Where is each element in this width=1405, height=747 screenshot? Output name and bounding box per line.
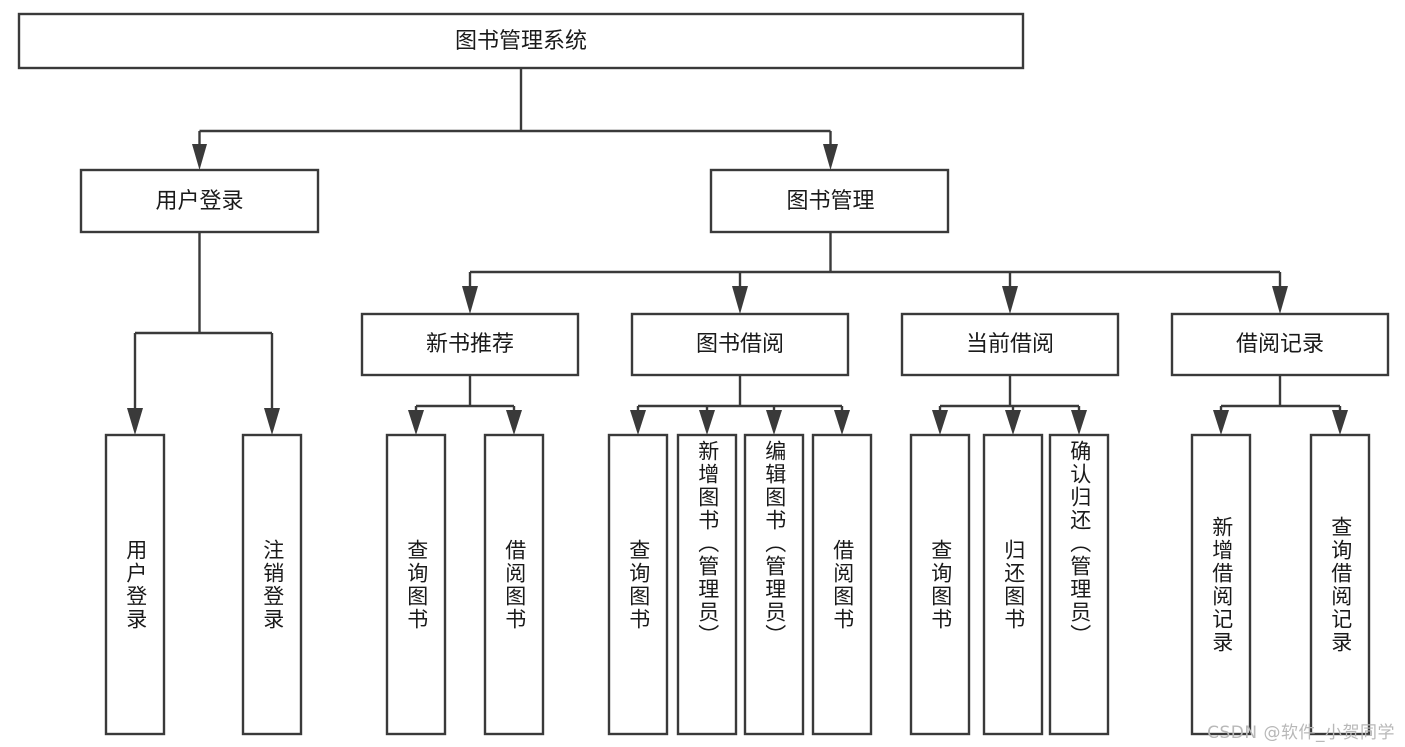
arrow-head-book-borrow (732, 286, 748, 314)
edges-book-borrow-to-leaves (630, 375, 850, 435)
leaf-box-logout[interactable] (241, 433, 303, 736)
node-borrow-record-box[interactable] (1170, 312, 1390, 377)
arrow-head-user-login (192, 144, 207, 170)
node-book-management[interactable]: 图书管理 (709, 168, 950, 234)
arrow-head-leaf-user-login (127, 408, 143, 435)
arrow-head-leaf-query-book-borrow (630, 410, 646, 435)
arrow-head-leaf-query-borrow-record (1332, 410, 1348, 435)
arrow-head-leaf-query-book-current (932, 410, 948, 435)
arrow-head-leaf-borrow-book-recommend (506, 410, 522, 435)
node-root-box[interactable] (17, 12, 1025, 70)
edges-new-book-recommend-to-leaves (408, 375, 522, 435)
node-new-book-recommend-label: 新书推荐 (426, 332, 514, 357)
node-book-borrow-box[interactable] (630, 312, 850, 377)
arrow-head-leaf-return-book (1005, 410, 1021, 435)
leaf-box-query-borrow-record[interactable] (1309, 433, 1371, 736)
node-current-borrow-label: 当前借阅 (966, 332, 1054, 357)
arrow-head-book-management (823, 144, 838, 170)
node-borrow-record[interactable]: 借阅记录 (1170, 312, 1390, 377)
arrow-head-leaf-confirm-return (1071, 410, 1087, 435)
leaf-box-add-borrow-record[interactable] (1190, 433, 1252, 736)
leaf-box-query-book-recommend[interactable] (385, 433, 447, 736)
leaf-box-add-book[interactable] (676, 433, 738, 736)
node-user-login[interactable]: 用户登录 (79, 168, 320, 234)
leaf-box-edit-book[interactable] (743, 433, 805, 736)
arrow-head-leaf-logout (264, 408, 280, 435)
arrow-head-current-borrow (1002, 286, 1018, 314)
arrow-head-leaf-edit-book (766, 410, 782, 435)
leaf-box-query-book-borrow[interactable] (607, 433, 669, 736)
node-book-borrow[interactable]: 图书借阅 (630, 312, 850, 377)
edges-current-borrow-to-leaves (932, 375, 1087, 435)
leaf-box-user-login[interactable] (104, 433, 166, 736)
node-borrow-record-label: 借阅记录 (1236, 332, 1324, 357)
arrow-head-leaf-query-book-recommend (408, 410, 424, 435)
arrow-head-leaf-add-borrow-record (1213, 410, 1229, 435)
node-root-label: 图书管理系统 (455, 29, 587, 54)
csdn-watermark: CSDN @软件_小贺同学 (1207, 723, 1395, 743)
node-user-login-label: 用户登录 (155, 189, 243, 214)
edges-user-login-to-leaves (127, 232, 280, 435)
arrow-head-new-book-recommend (462, 286, 478, 314)
node-book-management-label: 图书管理 (786, 189, 874, 214)
edges-book-management-to-level3 (462, 232, 1288, 314)
leaf-boxes (104, 433, 1371, 736)
edges-borrow-record-to-leaves (1213, 375, 1348, 435)
arrow-head-borrow-record (1272, 286, 1288, 314)
arrow-head-leaf-borrow-book (834, 410, 850, 435)
node-new-book-recommend[interactable]: 新书推荐 (360, 312, 580, 377)
node-current-borrow[interactable]: 当前借阅 (900, 312, 1120, 377)
node-user-login-box[interactable] (79, 168, 320, 234)
node-new-book-recommend-box[interactable] (360, 312, 580, 377)
node-root[interactable]: 图书管理系统 (17, 12, 1025, 70)
leaf-box-return-book[interactable] (982, 433, 1044, 736)
edges-root-to-level2 (192, 68, 838, 170)
node-current-borrow-box[interactable] (900, 312, 1120, 377)
leaf-box-query-book-current[interactable] (909, 433, 971, 736)
leaf-box-borrow-book[interactable] (811, 433, 873, 736)
leaf-box-borrow-book-recommend[interactable] (483, 433, 545, 736)
arrow-head-leaf-add-book (699, 410, 715, 435)
node-book-borrow-label: 图书借阅 (696, 332, 784, 357)
node-book-management-box[interactable] (709, 168, 950, 234)
leaf-box-confirm-return[interactable] (1048, 433, 1110, 736)
